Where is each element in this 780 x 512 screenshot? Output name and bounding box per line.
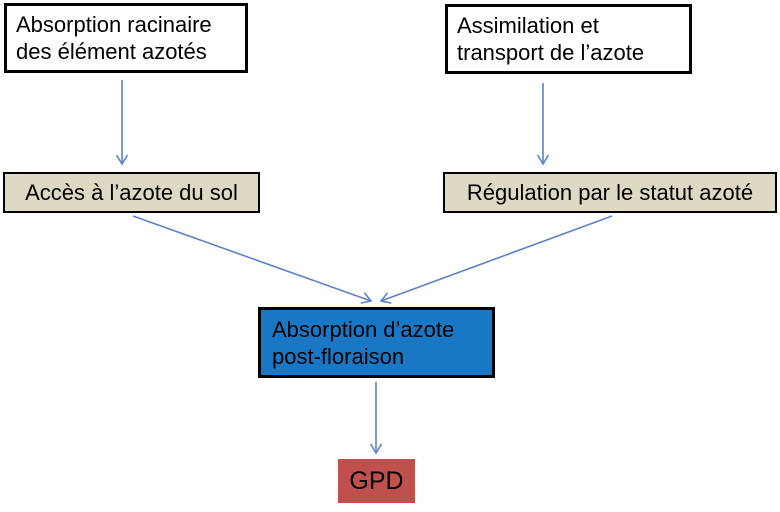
node-label-line: des élément azotés — [16, 39, 207, 64]
node-label-line: Absorption racinaire — [16, 12, 212, 37]
arrow-acces-to-absorption-post-icon — [132, 215, 373, 304]
node-assimilation-transport: Assimilation et transport de l’azote — [445, 4, 692, 74]
node-gpd: GPD — [338, 459, 415, 503]
node-absorption-azote-post-floraison: Absorption d’azote post-floraison — [258, 307, 495, 378]
node-label-line: Accès à l’azote du sol — [25, 180, 238, 205]
node-label-line: GPD — [349, 466, 404, 495]
node-label-line: transport de l’azote — [457, 40, 645, 65]
node-label-line: post-floraison — [272, 343, 405, 369]
node-regulation-statut-azote: Régulation par le statut azoté — [443, 172, 777, 213]
arrow-regulation-to-absorption-post-icon — [379, 215, 613, 304]
node-label-line: Assimilation et — [457, 13, 599, 38]
node-absorption-racinaire: Absorption racinaire des élément azotés — [4, 3, 248, 73]
node-label-line: Régulation par le statut azoté — [466, 180, 754, 205]
node-acces-azote-du-sol: Accès à l’azote du sol — [3, 172, 260, 213]
node-label-line: Absorption d’azote — [272, 316, 455, 342]
